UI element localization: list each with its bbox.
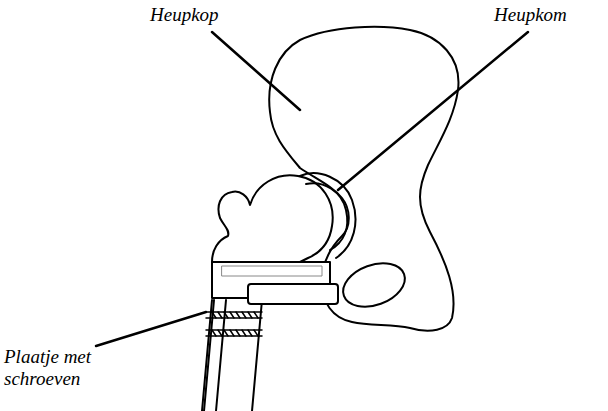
hip-socket xyxy=(300,173,355,258)
hip-socket-rim xyxy=(306,183,347,250)
screw-thread xyxy=(224,312,228,318)
obturator-foramen xyxy=(337,255,411,314)
screw-thread xyxy=(218,330,222,336)
screw-thread xyxy=(218,312,222,318)
screw-thread xyxy=(224,330,228,336)
leader-line xyxy=(212,32,300,110)
part-label: Heupkom xyxy=(494,4,604,26)
plate-side xyxy=(204,300,226,411)
screw-thread xyxy=(242,312,246,318)
screw-thread xyxy=(248,312,252,318)
leader-line xyxy=(338,32,528,190)
screw xyxy=(206,330,262,336)
screw-thread xyxy=(236,312,240,318)
leader-line xyxy=(96,312,206,346)
screw-thread xyxy=(254,330,258,336)
screw-thread xyxy=(212,312,216,318)
screw-thread xyxy=(212,330,216,336)
screw xyxy=(206,312,262,318)
screw-thread xyxy=(230,312,234,318)
part-label: Plaatje met schroeven xyxy=(4,346,116,390)
screw-thread xyxy=(236,330,240,336)
screw-thread xyxy=(254,312,258,318)
femur-outline xyxy=(212,175,333,276)
screw-thread xyxy=(248,330,252,336)
femur-shaft xyxy=(202,300,262,411)
part-label: Heupkop xyxy=(150,4,270,26)
screw-thread xyxy=(230,330,234,336)
screw-thread xyxy=(242,330,246,336)
plate-barrel xyxy=(248,284,338,304)
plate-inner xyxy=(222,266,322,276)
